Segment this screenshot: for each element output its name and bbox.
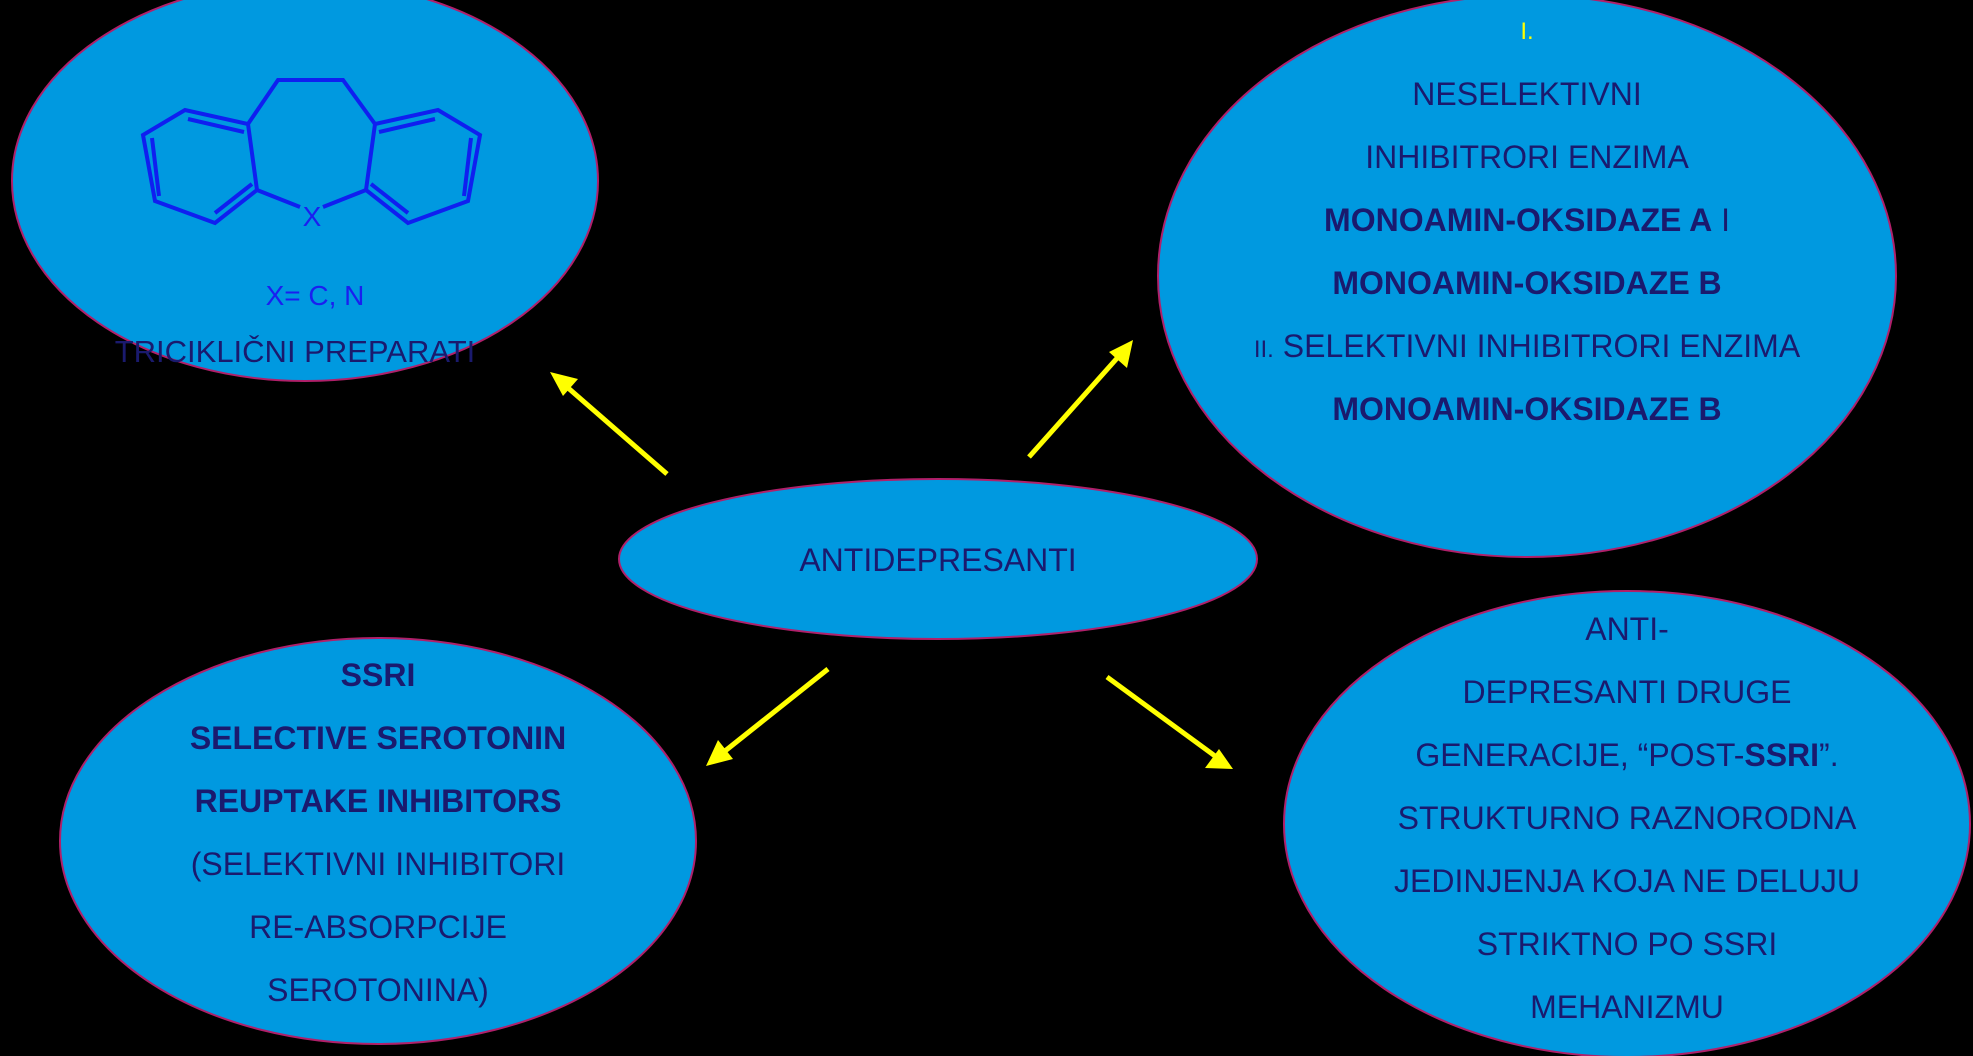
ssri-text-block: SSRI SELECTIVE SEROTONIN REUPTAKE INHIBI… [88, 644, 668, 1022]
post-ssri-line-4: STRUKTURNO RAZNORODNA [1397, 800, 1857, 836]
post-ssri-line-6: STRIKTNO PO SSRI [1476, 926, 1778, 962]
arrow-to-ssri [706, 667, 830, 766]
mao-line-6: MONOAMIN-OKSIDAZE B [1332, 391, 1722, 427]
mao-conjunction: I [1712, 202, 1730, 238]
post-ssri-line-7: MEHANIZMU [1530, 989, 1724, 1025]
post-ssri-line-5: JEDINJENJA KOJA NE DELUJU [1394, 863, 1860, 899]
ssri-line-5: SEROTONINA) [267, 972, 489, 1008]
arrow-to-post-ssri [1105, 674, 1233, 769]
post-ssri-node [1283, 590, 1971, 1056]
ssri-line-2: REUPTAKE INHIBITORS [194, 783, 562, 819]
ssri-abbr: SSRI [340, 657, 416, 693]
mao-numeral-2: II. [1253, 336, 1274, 363]
center-node [618, 478, 1258, 640]
ssri-line-3: (SELEKTIVNI INHIBITORI [190, 846, 566, 882]
tricyclic-title: TRICIKLIČNI PREPARATI [114, 334, 476, 369]
post-ssri-line-3: GENERACIJE, “POST-SSRI”. [1327, 724, 1927, 787]
post-ssri-ssri-abbr: SSRI [1744, 737, 1820, 773]
ssri-line-4: RE-ABSORPCIJE [249, 909, 507, 945]
mao-line-2: INHIBITRORI ENZIMA [1365, 139, 1689, 175]
ssri-node [59, 637, 697, 1045]
post-ssri-generation-label: GENERACIJE, “POST- [1415, 737, 1745, 773]
arrow-to-tricyclic [550, 372, 669, 476]
tricyclic-x-definition: X= C, N [265, 280, 365, 311]
arrow-to-mao [1027, 340, 1133, 459]
mao-text-block: I. NESELEKTIVNI INHIBITRORI ENZIMA MONOA… [1177, 0, 1877, 441]
post-ssri-line-2: DEPRESANTI DRUGE [1462, 674, 1792, 710]
tricyclic-node [11, 0, 599, 382]
structure-atom-label: X [303, 201, 322, 232]
mao-line-4: MONOAMIN-OKSIDAZE B [1332, 265, 1722, 301]
center-label: ANTIDEPRESANTI [799, 542, 1077, 578]
mao-selective-label: SELEKTIVNI INHIBITRORI ENZIMA [1273, 328, 1801, 364]
ssri-line-1: SELECTIVE SEROTONIN [189, 720, 567, 756]
post-ssri-quote-close: ”. [1819, 737, 1839, 773]
mao-a-label: MONOAMIN-OKSIDAZE A [1324, 202, 1713, 238]
mao-inhibitors-node [1157, 0, 1897, 558]
post-ssri-line-1: ANTI- [1585, 611, 1669, 647]
tricyclic-structure-icon: X [140, 78, 483, 232]
post-ssri-text-block: ANTI- DEPRESANTI DRUGE GENERACIJE, “POST… [1327, 598, 1927, 1039]
mao-line-3: MONOAMIN-OKSIDAZE A I [1177, 189, 1877, 252]
mao-line-5: II. SELEKTIVNI INHIBITRORI ENZIMA [1177, 315, 1877, 378]
mao-line-1: NESELEKTIVNI [1412, 76, 1642, 112]
mao-numeral-1: I. [1520, 18, 1534, 45]
